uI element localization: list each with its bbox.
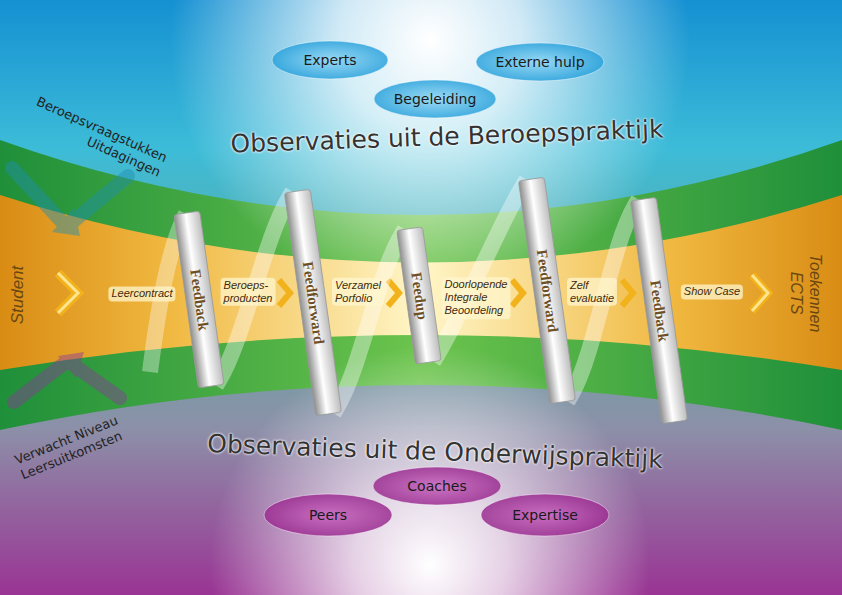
ellipse-node: Coaches (372, 466, 502, 506)
chevron (388, 280, 399, 306)
chevron (279, 280, 290, 306)
input-label: Beroepsvraagstukken Uitdagingen (11, 86, 170, 180)
node-label: Peers (309, 507, 347, 523)
ellipse-node: Externe hulp (475, 42, 605, 82)
spiral-strand (333, 229, 404, 413)
stage-label: Leercontract (108, 286, 175, 301)
stage-label: Zelf evaluatie (567, 278, 617, 306)
stage-label: Verzamel Porfolio (332, 278, 384, 306)
feedback-ribbon: Feedup (393, 226, 445, 364)
chevron-highlight (58, 273, 78, 313)
funnel (0, 195, 842, 370)
spiral-strand (216, 192, 292, 386)
ellipse-outline (481, 494, 609, 536)
input-label: Verwacht Niveau Leersuitkomsten (13, 397, 164, 482)
end-label: Toekennen ECTS (787, 254, 825, 333)
section-heading: Observaties uit de Beroepspraktijk (230, 114, 664, 159)
ellipse-outline (374, 80, 496, 118)
ellipse-node: Expertise (480, 493, 610, 537)
chevron (58, 273, 78, 313)
node-label: Coaches (407, 478, 466, 494)
ellipse-node: Peers (263, 493, 393, 537)
chevron-highlight (752, 275, 768, 311)
ellipse-node: Begeleiding (373, 79, 497, 119)
feedback-ribbon: Feedback (627, 197, 692, 425)
start-label: Student (8, 266, 28, 325)
ellipse-outline (373, 467, 501, 505)
stage-label: Doorlopende Integrale Beoordeling (442, 277, 511, 319)
feedback-ribbon: Feedback (170, 210, 228, 388)
chevron (622, 280, 633, 306)
entry-arrow-top (12, 168, 128, 236)
ribbon-band (397, 227, 442, 364)
ellipse-outline (264, 494, 392, 536)
stage-label: Show Case (681, 284, 743, 299)
chevron (512, 280, 523, 306)
node-label: Experts (303, 52, 356, 68)
chevron (752, 275, 768, 311)
node-label: Externe hulp (495, 54, 584, 70)
spiral-strand (433, 180, 526, 362)
spiral-strand (567, 200, 638, 402)
entry-arrow-bottom (14, 352, 120, 402)
stage-label: Beroeps- producten (221, 278, 276, 306)
node-label: Expertise (512, 507, 578, 523)
ellipse-outline (272, 41, 388, 79)
ribbon-band (174, 211, 224, 388)
ellipse-outline (476, 43, 604, 81)
ellipse-node: Experts (271, 40, 389, 80)
ribbon-band (630, 197, 687, 423)
node-label: Begeleiding (394, 91, 477, 107)
